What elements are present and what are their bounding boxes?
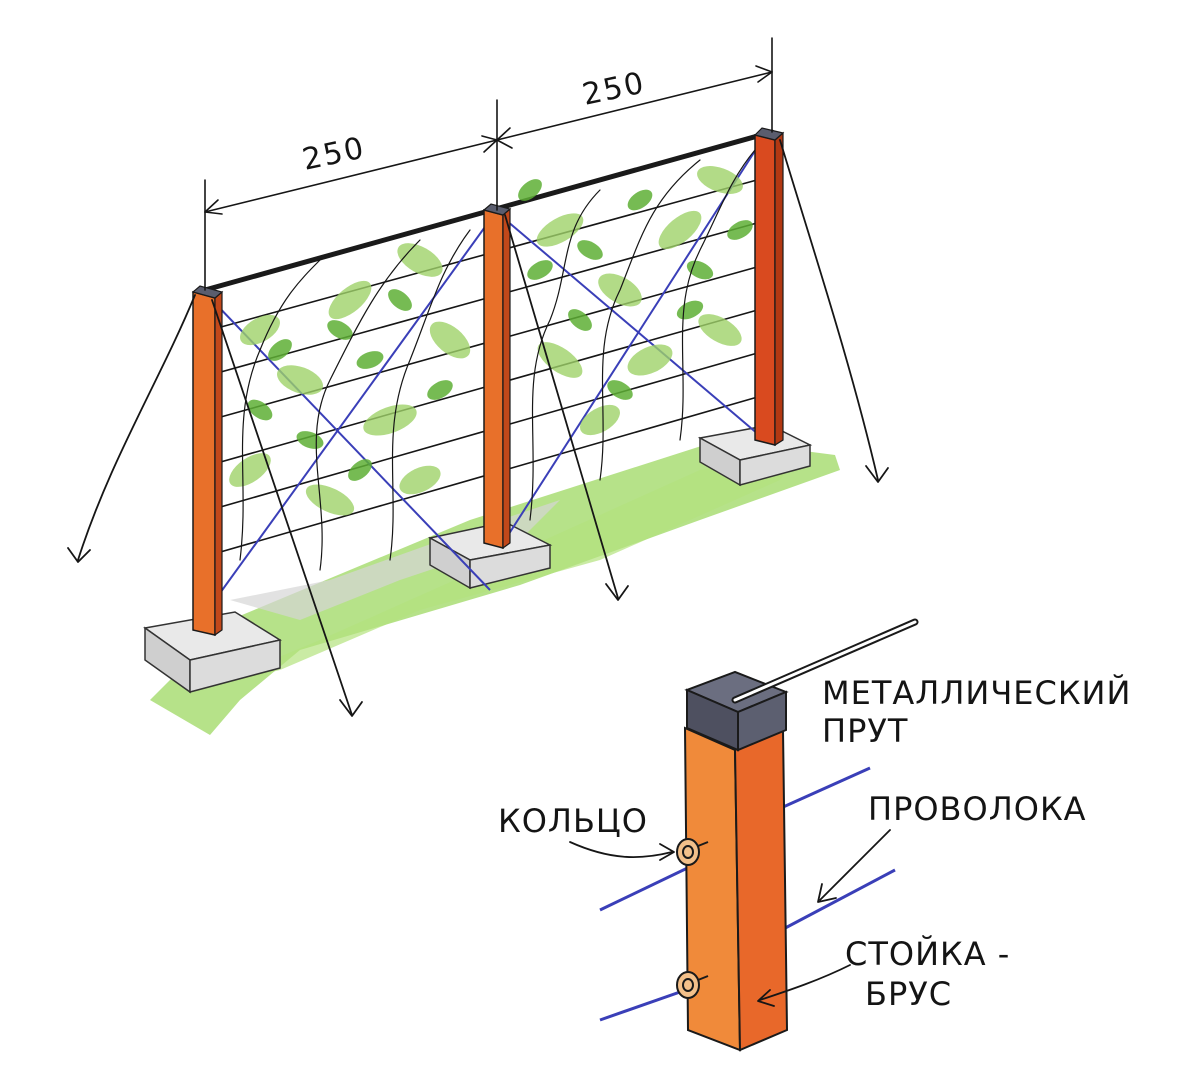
climbing-plants: [229, 149, 756, 571]
label-metal-rod-line1: МЕТАЛЛИЧЕСКИЙ: [822, 674, 1131, 712]
post-bases: [143, 424, 813, 694]
label-post-line1: СТОЙКА -: [845, 935, 1010, 973]
label-post-line2: БРУС: [865, 975, 952, 1013]
callout-arrows: [569, 829, 891, 1007]
post-right: [753, 127, 785, 447]
diagonal-braces: [211, 139, 766, 601]
base-left: [143, 611, 282, 694]
label-wire: ПРОВОЛОКА: [868, 790, 1087, 828]
detail-wires: [599, 766, 896, 1022]
ring-lower: [676, 971, 709, 999]
post-middle: [482, 203, 512, 550]
ring-upper: [676, 838, 709, 866]
label-metal-rod-line2: ПРУТ: [822, 712, 908, 750]
detail-post: [599, 618, 919, 1052]
dimension-label-left: 250: [299, 130, 368, 177]
guy-wires: [67, 139, 889, 717]
label-ring: КОЛЬЦО: [498, 802, 648, 840]
dimension-lines: [204, 37, 773, 291]
post-left: [191, 285, 224, 637]
